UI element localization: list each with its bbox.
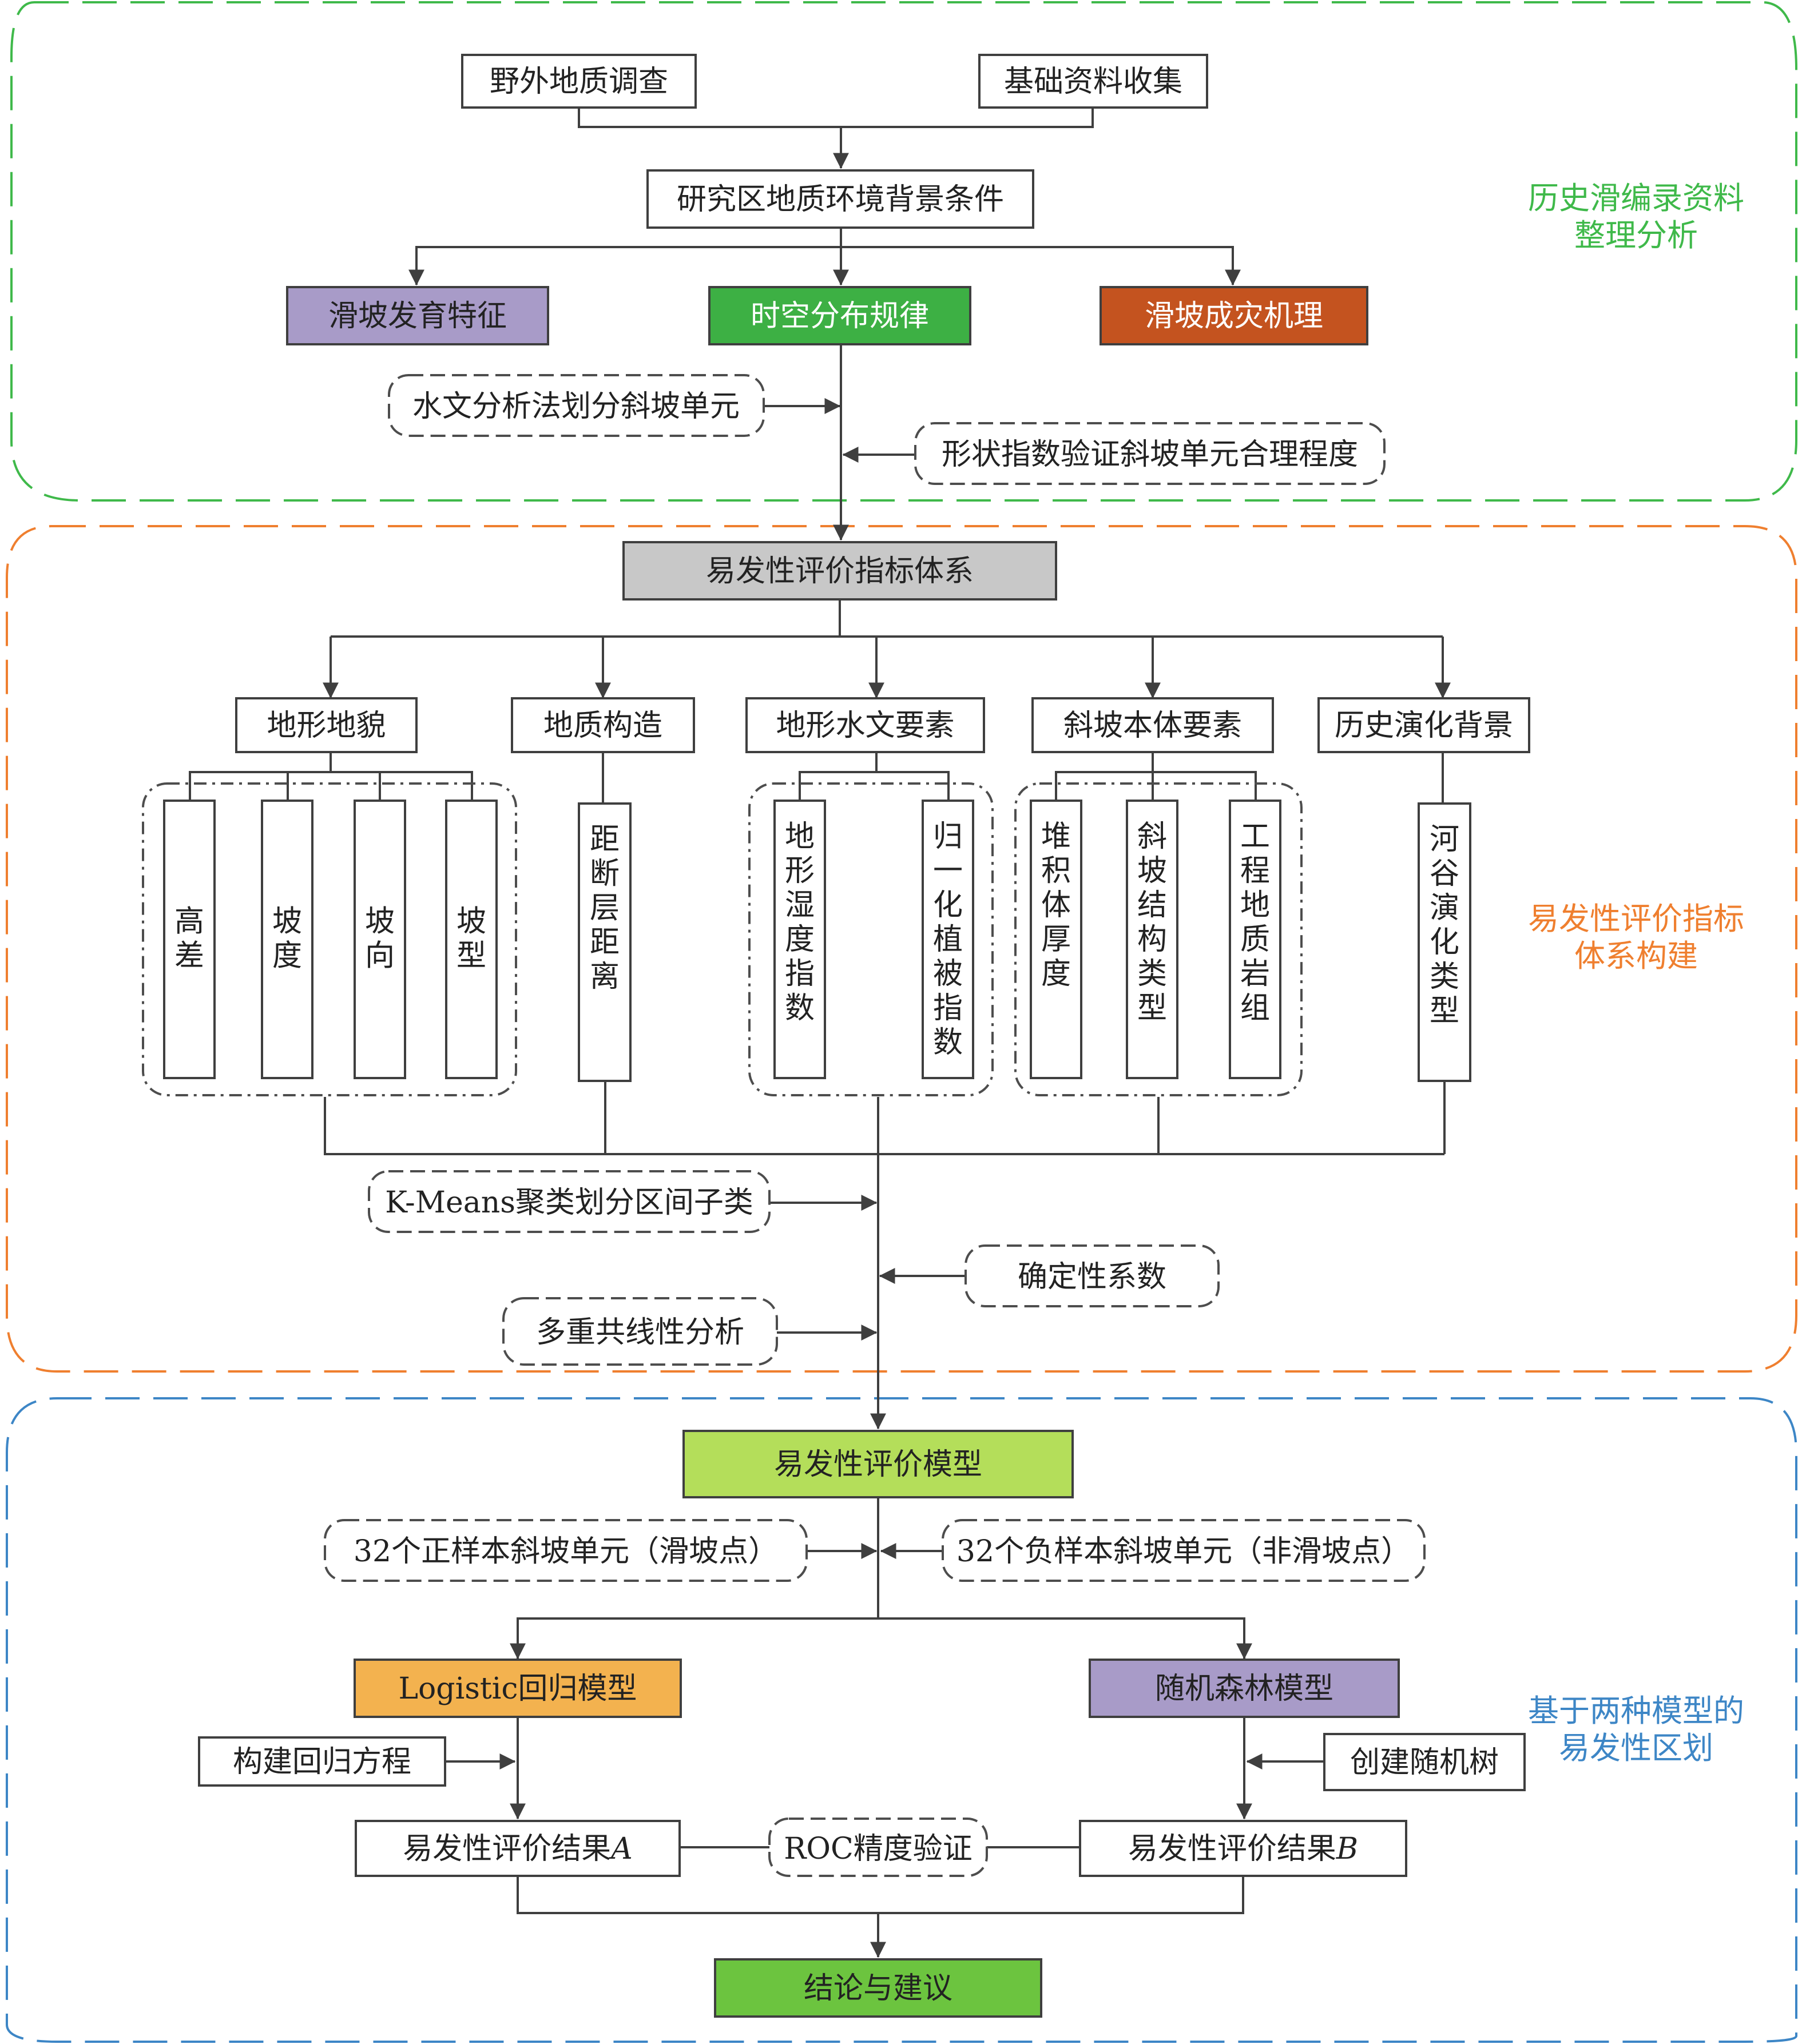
- factor-twi-box: 地形湿度指数: [773, 800, 826, 1079]
- positive-samples-note: 32个正样本斜坡单元（滑坡点）: [324, 1519, 808, 1582]
- svg-text:滑坡发育特征: 滑坡发育特征: [328, 299, 507, 333]
- factor-slope-shape-label: 坡型: [457, 905, 486, 973]
- svg-text:随机森林模型: 随机森林模型: [1155, 1672, 1333, 1706]
- section-zoning-outline: [6, 1397, 1797, 2043]
- category-geology-label: 地质构造: [543, 709, 662, 743]
- factor-slope-structure-label: 斜坡结构类型: [1137, 820, 1167, 1025]
- section-zoning-label-line1: 基于两种模型的: [1528, 1693, 1744, 1729]
- factor-deposit-thickness-label: 堆积体厚度: [1041, 820, 1071, 991]
- category-hydrology-box: 地形水文要素: [745, 697, 985, 753]
- logistic-model-box: Logistic回归模型: [354, 1659, 682, 1718]
- roc-validation-note: ROC精度验证: [768, 1818, 988, 1877]
- factor-slope-shape-box: 坡型: [445, 800, 498, 1079]
- factor-fault-distance-label: 距断层距离: [590, 822, 620, 994]
- svg-text:结论与建议: 结论与建议: [804, 1971, 952, 2006]
- section-zoning-label-line2: 易发性区划: [1559, 1730, 1713, 1766]
- svg-text:K-Means聚类划分区间子类: K-Means聚类划分区间子类: [385, 1186, 753, 1220]
- random-forest-box: 随机森林模型: [1089, 1659, 1400, 1718]
- factor-valley-evolution-label: 河谷演化类型: [1430, 822, 1459, 1028]
- svg-text:野外地质调查: 野外地质调查: [490, 65, 668, 99]
- section-index-outline: [6, 525, 1797, 1373]
- data-collection-box: 基础资料收集: [978, 54, 1208, 109]
- svg-text:形状指数验证斜坡单元合理程度: 形状指数验证斜坡单元合理程度: [942, 438, 1358, 472]
- svg-text:基础资料收集: 基础资料收集: [1004, 65, 1182, 99]
- landslide-features-box: 滑坡发育特征: [286, 286, 549, 345]
- section-historical-outline: [10, 1, 1797, 502]
- factor-engineering-rock-label: 工程地质岩组: [1240, 820, 1270, 1025]
- shape-index-note: 形状指数验证斜坡单元合理程度: [914, 422, 1386, 485]
- category-history-label: 历史演化背景: [1335, 709, 1513, 743]
- category-slope-body-box: 斜坡本体要素: [1031, 697, 1274, 753]
- svg-text:易发性评价指标体系: 易发性评价指标体系: [706, 554, 974, 588]
- factor-aspect-label: 坡向: [365, 905, 395, 973]
- svg-text:构建回归方程: 构建回归方程: [233, 1745, 411, 1779]
- factor-engineering-rock-box: 工程地质岩组: [1229, 800, 1281, 1079]
- svg-text:32个正样本斜坡单元（滑坡点）: 32个正样本斜坡单元（滑坡点）: [354, 1534, 778, 1569]
- regression-equation-box: 构建回归方程: [198, 1736, 446, 1787]
- svg-text:研究区地质环境背景条件: 研究区地质环境背景条件: [677, 182, 1004, 217]
- factor-elevation-diff-label: 高差: [174, 905, 204, 973]
- terrain-factor-group: [142, 782, 517, 1096]
- svg-text:水文分析法划分斜坡单元: 水文分析法划分斜坡单元: [412, 389, 740, 424]
- background-conditions-box: 研究区地质环境背景条件: [646, 169, 1034, 229]
- result-a-box: 易发性评价结果A: [355, 1820, 681, 1877]
- result-b-box: 易发性评价结果B: [1079, 1820, 1407, 1877]
- category-slope-body-label: 斜坡本体要素: [1063, 709, 1242, 743]
- section-index-label-line2: 体系构建: [1574, 938, 1698, 974]
- hydro-units-note: 水文分析法划分斜坡单元: [388, 374, 765, 437]
- hydro-factor-group: [748, 782, 994, 1096]
- section-index-label-line1: 易发性评价指标: [1528, 901, 1744, 937]
- svg-text:ROC精度验证: ROC精度验证: [784, 1832, 973, 1866]
- factor-ndvi-box: 归一化植被指数: [922, 800, 974, 1079]
- category-terrain-label: 地形地貌: [267, 709, 386, 743]
- svg-text:易发性评价结果B: 易发性评价结果B: [1128, 1832, 1358, 1866]
- factor-ndvi-label: 归一化植被指数: [933, 820, 963, 1060]
- factor-deposit-thickness-box: 堆积体厚度: [1030, 800, 1082, 1079]
- svg-text:32个负样本斜坡单元（非滑坡点）: 32个负样本斜坡单元（非滑坡点）: [956, 1534, 1411, 1569]
- kmeans-note: K-Means聚类划分区间子类: [368, 1170, 771, 1233]
- factor-slope-structure-box: 斜坡结构类型: [1126, 800, 1178, 1079]
- svg-text:Logistic回归模型: Logistic回归模型: [398, 1672, 637, 1706]
- svg-text:时空分布规律: 时空分布规律: [751, 299, 929, 333]
- collinearity-note: 多重共线性分析: [502, 1297, 778, 1366]
- negative-samples-note: 32个负样本斜坡单元（非滑坡点）: [942, 1519, 1426, 1582]
- random-tree-box: 创建随机树: [1323, 1733, 1526, 1791]
- factor-slope-degree-box: 坡度: [261, 800, 313, 1079]
- category-geology-box: 地质构造: [511, 697, 695, 753]
- svg-text:多重共线性分析: 多重共线性分析: [536, 1315, 744, 1350]
- factor-slope-degree-label: 坡度: [272, 905, 302, 973]
- section-historical-label-line2: 整理分析: [1574, 217, 1698, 253]
- svg-text:滑坡成灾机理: 滑坡成灾机理: [1145, 299, 1323, 333]
- slope-factor-group: [1014, 782, 1303, 1096]
- field-survey-box: 野外地质调查: [461, 54, 697, 109]
- category-hydrology-label: 地形水文要素: [776, 709, 954, 743]
- conclusion-box: 结论与建议: [714, 1958, 1042, 2018]
- factor-twi-label: 地形湿度指数: [785, 820, 815, 1025]
- category-history-box: 历史演化背景: [1317, 697, 1530, 753]
- certainty-note: 确定性系数: [964, 1244, 1220, 1307]
- factor-elevation-diff-box: 高差: [163, 800, 216, 1079]
- svg-text:确定性系数: 确定性系数: [1018, 1260, 1166, 1294]
- factor-fault-distance-box: 距断层距离: [578, 802, 632, 1082]
- svg-text:易发性评价结果A: 易发性评价结果A: [403, 1832, 633, 1866]
- svg-text:易发性评价模型: 易发性评价模型: [774, 1447, 982, 1482]
- factor-valley-evolution-box: 河谷演化类型: [1418, 802, 1471, 1082]
- factor-aspect-box: 坡向: [354, 800, 406, 1079]
- category-terrain-box: 地形地貌: [235, 697, 418, 753]
- index-system-box: 易发性评价指标体系: [622, 541, 1057, 601]
- svg-text:创建随机树: 创建随机树: [1350, 1745, 1499, 1780]
- mechanism-box: 滑坡成灾机理: [1100, 286, 1368, 345]
- section-historical-label-line1: 历史滑编录资料: [1528, 180, 1744, 216]
- spatiotemporal-box: 时空分布规律: [708, 286, 971, 345]
- evaluation-model-box: 易发性评价模型: [682, 1430, 1074, 1498]
